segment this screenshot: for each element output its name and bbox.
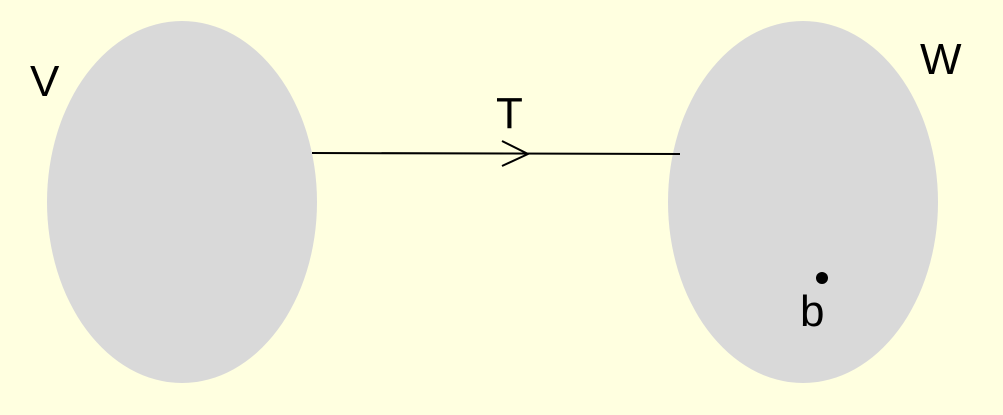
codomain-set-ellipse xyxy=(668,21,938,383)
point-b-dot xyxy=(816,272,828,284)
domain-set-ellipse xyxy=(47,21,317,383)
domain-set-label: V xyxy=(30,57,60,106)
mapping-label: T xyxy=(496,89,523,138)
point-b-label: b xyxy=(800,287,824,336)
codomain-set-label: W xyxy=(920,35,962,84)
mapping-arrow-line xyxy=(311,152,681,155)
mapping-arrowhead xyxy=(501,140,531,167)
